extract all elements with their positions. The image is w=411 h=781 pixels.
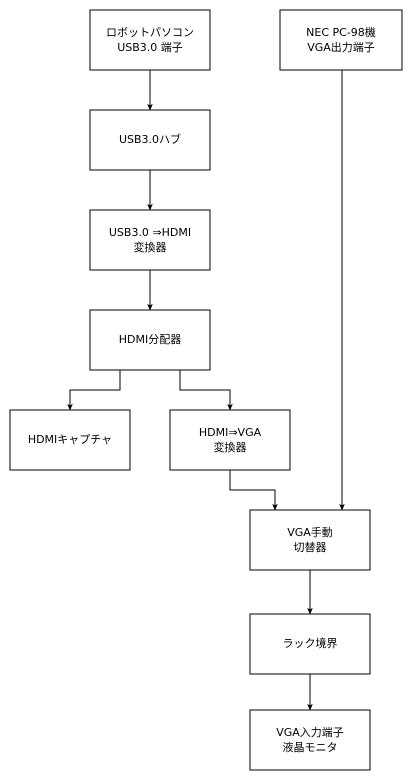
node-label-line: ラック境界: [283, 636, 338, 650]
node-vga-switch: VGA手動 切替器: [249, 509, 371, 571]
node-hdmi-vga-converter: HDMI⇒VGA 変換器: [169, 409, 291, 471]
edge-hdmi-splitter-to-hdmi-vga: [179, 370, 233, 411]
node-usb-hdmi-converter: USB3.0 ⇒HDMI 変換器: [89, 209, 211, 271]
node-label-line: NEC PC-98機: [306, 25, 376, 39]
node-label-line: ロボットパソコン: [106, 26, 194, 39]
node-label-line: USB3.0 ⇒HDMI: [109, 226, 191, 239]
node-vga-monitor: VGA入力端子 液晶モニタ: [249, 709, 371, 771]
edge-hdmi-splitter-to-hdmi-capture: [67, 370, 121, 411]
node-rack-boundary: ラック境界: [249, 613, 371, 675]
node-robot-pc: ロボットパソコン USB3.0 端子: [89, 9, 211, 71]
node-usb-hub: USB3.0ハブ: [89, 109, 211, 171]
node-label-line: 変換器: [134, 240, 167, 254]
node-label-line: USB3.0ハブ: [119, 132, 181, 146]
node-label-line: 液晶モニタ: [283, 740, 338, 754]
node-label-line: HDMIキャプチャ: [28, 433, 112, 446]
node-label-line: HDMI分配器: [119, 333, 181, 346]
node-nec-pc98: NEC PC-98機 VGA出力端子: [279, 9, 403, 71]
node-hdmi-splitter: HDMI分配器: [89, 309, 211, 371]
node-label-line: VGA入力端子: [276, 726, 344, 739]
node-label-line: 変換器: [214, 440, 247, 454]
node-hdmi-capture: HDMIキャプチャ: [9, 409, 131, 471]
node-label-line: USB3.0 端子: [117, 41, 183, 54]
node-label-line: VGA出力端子: [307, 40, 375, 54]
edge-hdmi-vga-to-vga-switch: [229, 470, 278, 511]
node-label-line: 切替器: [294, 540, 327, 554]
node-label-line: HDMI⇒VGA: [199, 426, 262, 439]
node-label-line: VGA手動: [287, 525, 333, 539]
